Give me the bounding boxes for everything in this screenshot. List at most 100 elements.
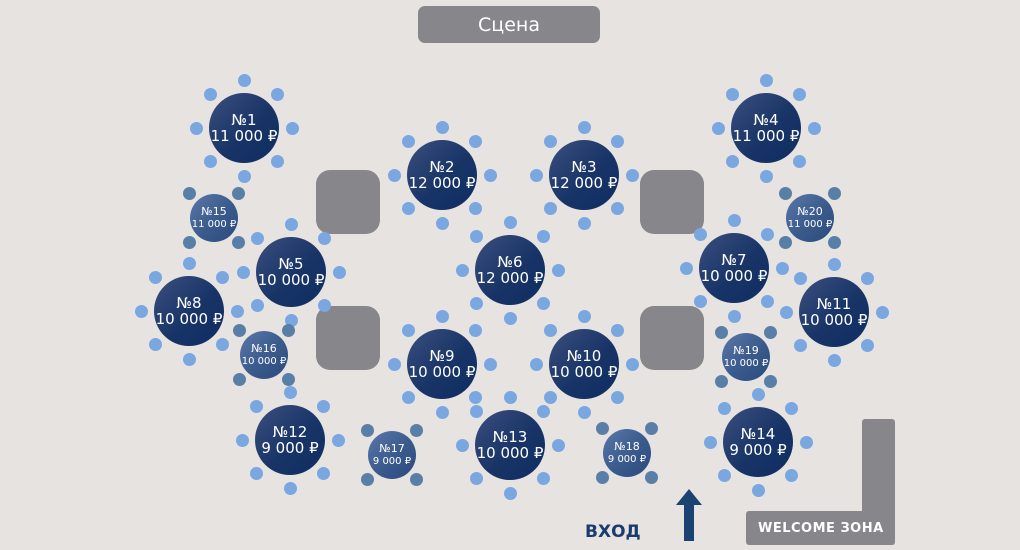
seat[interactable] xyxy=(182,352,196,366)
seat[interactable] xyxy=(469,472,483,486)
seat[interactable] xyxy=(401,391,415,405)
seat[interactable] xyxy=(595,471,609,485)
seat[interactable] xyxy=(435,309,449,323)
seat[interactable] xyxy=(611,323,625,337)
seat[interactable] xyxy=(711,121,725,135)
seat[interactable] xyxy=(717,469,731,483)
seat[interactable] xyxy=(284,313,298,327)
seat[interactable] xyxy=(799,435,813,449)
seat[interactable] xyxy=(235,433,249,447)
seat[interactable] xyxy=(793,155,807,169)
seat[interactable] xyxy=(203,155,217,169)
seat[interactable] xyxy=(230,304,244,318)
seat[interactable] xyxy=(577,405,591,419)
seat[interactable] xyxy=(148,338,162,352)
seat[interactable] xyxy=(529,168,543,182)
seat[interactable] xyxy=(625,168,639,182)
seat[interactable] xyxy=(435,120,449,134)
seat[interactable] xyxy=(331,433,345,447)
seat[interactable] xyxy=(483,168,497,182)
seat[interactable] xyxy=(249,467,263,481)
seat[interactable] xyxy=(875,305,889,319)
seat[interactable] xyxy=(236,265,250,279)
seat[interactable] xyxy=(317,399,331,413)
seat[interactable] xyxy=(182,186,196,200)
seat[interactable] xyxy=(503,215,517,229)
seat[interactable] xyxy=(543,323,557,337)
seat[interactable] xyxy=(727,309,741,323)
seat[interactable] xyxy=(134,304,148,318)
seat[interactable] xyxy=(189,121,203,135)
seat[interactable] xyxy=(611,391,625,405)
seat[interactable] xyxy=(764,325,778,339)
seat[interactable] xyxy=(250,231,264,245)
seat[interactable] xyxy=(551,263,565,277)
seat[interactable] xyxy=(793,271,807,285)
seat[interactable] xyxy=(775,261,789,275)
seat[interactable] xyxy=(455,438,469,452)
seat[interactable] xyxy=(232,373,246,387)
seat[interactable] xyxy=(387,357,401,371)
seat[interactable] xyxy=(332,265,346,279)
seat[interactable] xyxy=(751,483,765,497)
seat[interactable] xyxy=(401,134,415,148)
seat[interactable] xyxy=(577,120,591,134)
seat[interactable] xyxy=(577,216,591,230)
seat[interactable] xyxy=(237,73,251,87)
seat[interactable] xyxy=(725,87,739,101)
seat[interactable] xyxy=(861,339,875,353)
seat[interactable] xyxy=(645,421,659,435)
seat[interactable] xyxy=(543,202,557,216)
seat[interactable] xyxy=(469,404,483,418)
seat[interactable] xyxy=(793,339,807,353)
seat[interactable] xyxy=(703,435,717,449)
seat[interactable] xyxy=(148,270,162,284)
seat[interactable] xyxy=(778,186,792,200)
seat[interactable] xyxy=(249,399,263,413)
seat[interactable] xyxy=(483,357,497,371)
seat[interactable] xyxy=(577,309,591,323)
seat[interactable] xyxy=(645,471,659,485)
seat[interactable] xyxy=(537,229,551,243)
seat[interactable] xyxy=(551,438,565,452)
seat[interactable] xyxy=(318,299,332,313)
seat[interactable] xyxy=(793,87,807,101)
seat[interactable] xyxy=(503,486,517,500)
seat[interactable] xyxy=(401,202,415,216)
seat[interactable] xyxy=(759,73,773,87)
seat[interactable] xyxy=(725,155,739,169)
seat[interactable] xyxy=(503,390,517,404)
seat[interactable] xyxy=(282,323,296,337)
seat[interactable] xyxy=(537,472,551,486)
seat[interactable] xyxy=(232,323,246,337)
seat[interactable] xyxy=(611,202,625,216)
seat[interactable] xyxy=(455,263,469,277)
seat[interactable] xyxy=(828,186,842,200)
seat[interactable] xyxy=(271,87,285,101)
seat[interactable] xyxy=(625,357,639,371)
seat[interactable] xyxy=(435,405,449,419)
seat[interactable] xyxy=(503,311,517,325)
seat[interactable] xyxy=(216,270,230,284)
seat[interactable] xyxy=(387,168,401,182)
seat[interactable] xyxy=(761,227,775,241)
seat[interactable] xyxy=(543,134,557,148)
seat[interactable] xyxy=(761,295,775,309)
seat[interactable] xyxy=(469,391,483,405)
seat[interactable] xyxy=(318,231,332,245)
seat[interactable] xyxy=(401,323,415,337)
seat[interactable] xyxy=(271,155,285,169)
